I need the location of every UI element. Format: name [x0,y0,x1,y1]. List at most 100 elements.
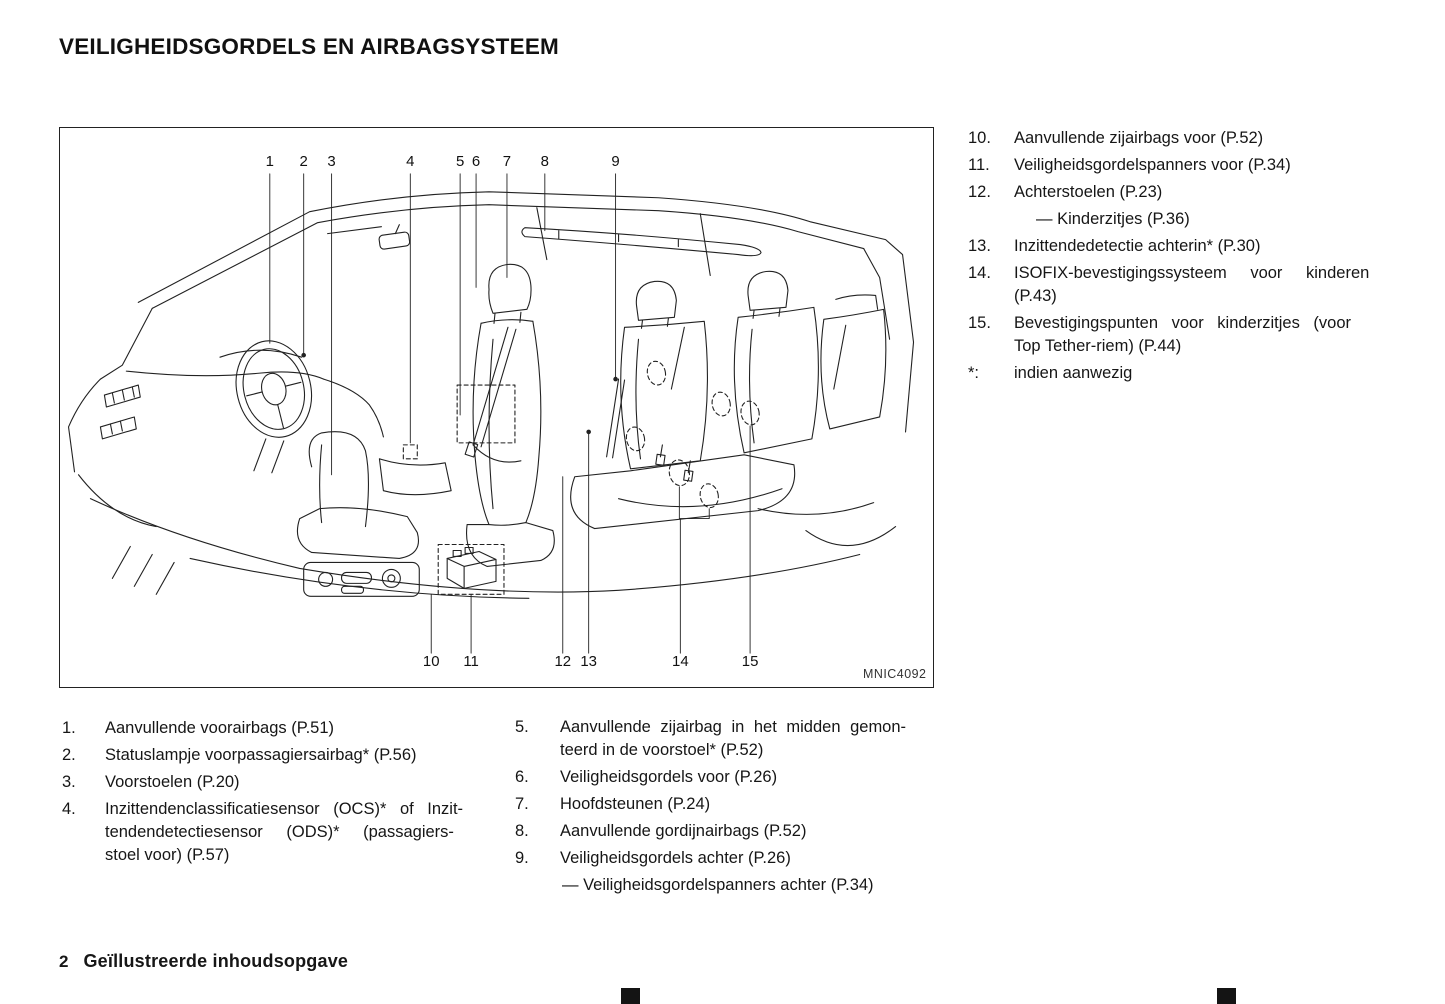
figure-callout-number: 2 [300,153,308,170]
legend-item-text: Aanvullende gordijnairbags (P.52) [560,822,807,840]
legend-item-9: 9. Veiligheidsgordels achter (P.26) [515,847,945,870]
figure-callout-number: 11 [463,653,479,670]
figure-legend-right: 10. Aanvullende zijairbags voor (P.52) 1… [968,127,1392,389]
front-passenger-seat [465,263,555,567]
legend-item-text: Achterstoelen (P.23) [1014,183,1163,201]
legend-item-text: tendendetectiesensor (ODS)* (passagiers- [105,823,454,841]
figure-callout-number: 12 [554,653,571,670]
center-airbag-marker [456,384,516,444]
legend-item-2: 2. Statuslampje voorpassagiersairbag* (P… [62,744,488,767]
occupant-sensor-marker [402,444,418,460]
figure-callout-number: 15 [742,653,759,670]
legend-item-text: stoel voor) (P.57) [105,846,230,864]
figure-callout-number: 4 [406,153,414,170]
legend-item-15: 15. Bevestigingspunten voor kinderzitjes… [968,312,1392,358]
legend-item-text: Statuslampje voorpassagiersairbag* (P.56… [105,746,417,764]
figure-callout-number: 5 [456,153,464,170]
legend-item-number: 15. [968,314,991,332]
legend-item-number: 2. [62,746,76,764]
car-interior-diagram: 1 2 3 4 5 6 7 8 9 10 11 12 13 14 15 MNIC… [67,153,926,681]
figure-callout-number: 13 [580,653,597,670]
footer-page-number: 2 [59,952,69,971]
legend-item-number: *: [968,364,980,382]
legend-item-1: 1. Aanvullende voorairbags (P.51) [62,717,488,740]
legend-item-number: 1. [62,719,76,737]
driver-seat [296,431,419,560]
legend-item-text: Veiligheidsgordels voor (P.26) [560,768,778,786]
footer: 2 Geïllustreerde inhoudsopgave [59,951,348,972]
steering-wheel [235,340,313,438]
legend-item-number: 3. [62,773,76,791]
legend-item-text: teerd in de voorstoel* (P.52) [560,741,764,759]
figure-callouts: 1 2 3 4 5 6 7 8 9 10 11 12 13 14 15 [266,153,759,670]
legend-item-text: (P.43) [1014,287,1057,305]
figure-callout-number: 10 [423,653,440,670]
legend-item-number: 10. [968,129,991,147]
legend-item-number: 13. [968,237,991,255]
legend-subitem-kinderzitjes: — Kinderzitjes (P.36) [968,208,1392,231]
legend-item-number: 11. [968,156,990,174]
footer-section-title: Geïllustreerde inhoudsopgave [83,951,349,971]
legend-item-text: Top Tether-riem) (P.44) [1014,337,1182,355]
curtain-airbag [521,227,762,257]
page-title: VEILIGHEIDSGORDELS EN AIRBAGSYSTEEM [59,34,559,59]
legend-item-5: 5. Aanvullende zijairbag in het midden g… [515,716,945,762]
callout-leader-lines [269,173,751,654]
legend-item-text: Hoofdsteunen (P.24) [560,795,711,813]
legend-item-number: 8. [515,822,529,840]
sensor-markers [402,360,760,595]
legend-item-number: 4. [62,800,76,818]
ocs-control-unit [446,546,497,589]
legend-subitem-text: — Kinderzitjes (P.36) [1036,210,1190,228]
rear-seats [570,270,887,530]
legend-item-8: 8. Aanvullende gordijnairbags (P.52) [515,820,945,843]
figure-callout-number: 14 [672,653,689,670]
car-body-outline [67,191,915,599]
figure-callout-number: 9 [611,153,619,170]
legend-item-4: 4. Inzittendenclassificatiesensor (OCS)*… [62,798,488,867]
legend-item-number: 7. [515,795,529,813]
legend-item-14: 14. ISOFIX-bevestigingssysteem voor kind… [968,262,1392,308]
legend-item-number: 9. [515,849,529,867]
front-seat-belt [464,326,522,463]
figure-code: MNIC4092 [863,667,926,681]
legend-item-text: Inzittendenclassificatiesensor (OCS)* of… [105,800,464,818]
legend-subitem-gordelspanners-achter: — Veiligheidsgordelspanners achter (P.34… [515,874,945,897]
figure-callout-number: 3 [327,153,335,170]
figure-legend-bottom-left: 1. Aanvullende voorairbags (P.51) 2. Sta… [62,717,488,871]
figure-callout-number: 7 [503,153,511,170]
legend-item-13: 13. Inzittendedetectie achterin* (P.30) [968,235,1392,258]
rearview-mirror [378,231,411,250]
legend-item-7: 7. Hoofdsteunen (P.24) [515,793,945,816]
figure-callout-number: 6 [472,153,480,170]
legend-item-number: 5. [515,718,529,736]
figure-callout-number: 8 [541,153,549,170]
legend-item-number: 14. [968,264,991,282]
legend-item-text: Inzittendedetectie achterin* (P.30) [1014,237,1261,255]
legend-item-asterisk-note: *: indien aanwezig [968,362,1392,385]
print-registration-mark-left [621,988,640,1004]
figure-callout-number: 1 [266,153,274,170]
legend-item-10: 10. Aanvullende zijairbags voor (P.52) [968,127,1392,150]
legend-item-6: 6. Veiligheidsgordels voor (P.26) [515,766,945,789]
seat-controls-panel [303,561,420,597]
leader-end-dots [301,352,618,435]
legend-item-text: indien aanwezig [1014,364,1133,382]
figure-legend-bottom-right: 5. Aanvullende zijairbag in het midden g… [515,716,945,901]
legend-item-number: 6. [515,768,529,786]
legend-item-11: 11. Veiligheidsgordelspanners voor (P.34… [968,154,1392,177]
legend-item-text: ISOFIX-bevestigingssysteem voor kinderen [1014,264,1370,282]
legend-subitem-text: — Veiligheidsgordelspanners achter (P.34… [562,876,874,894]
dashboard-and-steering [99,224,411,474]
print-registration-mark-right [1217,988,1236,1004]
legend-item-text: Veiligheidsgordelspanners voor (P.34) [1014,156,1291,174]
legend-item-12: 12. Achterstoelen (P.23) [968,181,1392,204]
legend-item-number: 12. [968,183,991,201]
legend-item-text: Aanvullende zijairbags voor (P.52) [1014,129,1264,147]
legend-item-text: Veiligheidsgordels achter (P.26) [560,849,791,867]
legend-item-text: Aanvullende voorairbags (P.51) [105,719,335,737]
legend-item-text: Bevestigingspunten voor kinderzitjes (vo… [1014,314,1351,332]
legend-item-text: Aanvullende zijairbag in het midden gemo… [560,718,907,736]
figure-box: 1 2 3 4 5 6 7 8 9 10 11 12 13 14 15 MNIC… [59,127,934,688]
